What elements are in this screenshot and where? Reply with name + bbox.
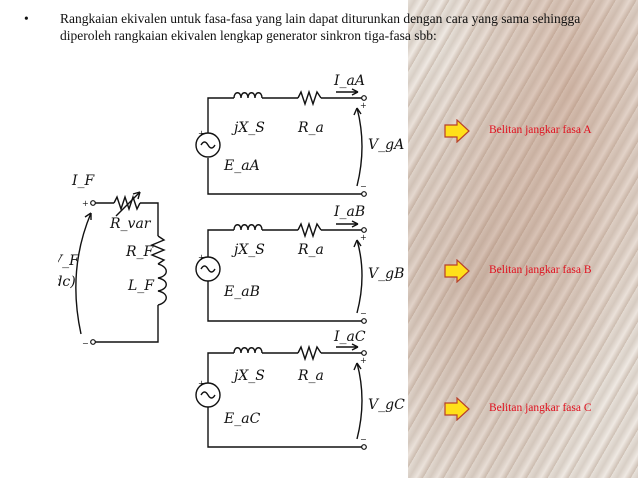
phase-b-label: Belitan jangkar fasa B (489, 264, 592, 276)
bullet-text: Rangkaian ekivalen untuk fasa-fasa yang … (60, 11, 581, 43)
phase-a-resistance-label: R_a (297, 120, 324, 136)
field-voltage-note: (dc) (58, 274, 76, 290)
field-circuit (75, 191, 167, 343)
field-terminal-top (90, 200, 96, 206)
phase-a-source-plus: + (198, 129, 205, 138)
phase-b-wire-bottom (207, 281, 363, 322)
phase-b-terminal-bottom (361, 318, 367, 324)
phase-b-source-circle (195, 256, 221, 282)
phase-b-voltage-arrow (356, 239, 363, 314)
phase-b-emf-label: E_aB (223, 284, 260, 300)
phase-b-circuit (195, 220, 363, 322)
phase-c-current-arrow (336, 343, 359, 351)
phase-c-terminal-top (361, 350, 367, 356)
phase-b-terminal-plus: + (360, 233, 367, 242)
circuit-svg: + − + + − + + − + + − I_F R_var R_F L_F … (48, 73, 405, 450)
field-bottom-wire (95, 305, 159, 343)
phase-b-resistor (297, 221, 322, 239)
phase-a-terminal-bottom (361, 191, 367, 197)
phase-b-terminal-minus: − (360, 309, 367, 318)
background-copper-coils (408, 0, 638, 478)
field-lf-label: L_F (127, 278, 155, 294)
field-rvar-arrowhead (132, 191, 141, 200)
field-right-wire (140, 202, 159, 236)
phase-b-arrow-icon (444, 259, 470, 283)
equivalent-circuit-diagram: + − + + − + + − + + − I_F R_var R_F L_F … (48, 70, 408, 470)
phase-a-terminal-top (361, 95, 367, 101)
phase-b-resistance-label: R_a (297, 242, 324, 258)
phase-c-terminal-minus: − (360, 435, 367, 444)
phase-b-source-wave (200, 265, 216, 273)
field-lf-coil (157, 263, 167, 306)
field-current-label: I_F (71, 173, 96, 189)
field-terminal-bottom (90, 339, 96, 345)
phase-b-wire-left (207, 229, 234, 257)
field-rf-zigzag (150, 235, 166, 265)
phase-c-voltage-arrow (356, 362, 363, 440)
bullet-icon: • (24, 11, 29, 26)
phase-c-wire-left (207, 352, 234, 383)
phase-b-voltage-label: V_gB (368, 266, 404, 282)
field-rvar-label: R_var (109, 216, 152, 232)
phase-c-inductor (233, 347, 263, 354)
phase-c-wire-bottom (207, 407, 363, 448)
phase-a-source-circle (195, 132, 221, 158)
field-vf-arrow (75, 212, 92, 335)
phase-b-current-label: I_aB (333, 204, 365, 220)
field-minus-sign: − (82, 339, 89, 348)
phase-b-reactance-label: jX_S (231, 242, 265, 258)
phase-a-circuit (195, 88, 363, 195)
phase-a-arrow-icon (444, 119, 470, 143)
phase-a-terminal-minus: − (360, 182, 367, 191)
phase-b-current-arrow (336, 220, 359, 228)
phase-a-wire-left (207, 97, 234, 133)
phase-b-terminal-top (361, 227, 367, 233)
phase-c-emf-label: E_aC (223, 411, 261, 427)
phase-c-resistance-label: R_a (297, 368, 324, 384)
phase-a-resistor (297, 89, 322, 107)
field-voltage-label: V_F (58, 253, 80, 269)
phase-a-reactance-label: jX_S (231, 120, 265, 136)
phase-a-inductor (233, 92, 263, 99)
phase-b-voltage-arrowhead (353, 239, 362, 248)
phase-c-label: Belitan jangkar fasa C (489, 402, 592, 414)
phase-c-voltage-label: V_gC (368, 397, 405, 413)
phase-a-wire-bottom (207, 158, 363, 195)
phase-a-emf-label: E_aA (223, 158, 260, 174)
phase-c-resistor (297, 344, 322, 362)
phase-c-source-circle (195, 382, 221, 408)
field-rf-label: R_F (125, 244, 155, 260)
phase-a-voltage-arrowhead (353, 107, 362, 116)
phase-c-circuit (195, 343, 363, 448)
phase-b-inductor (233, 224, 263, 231)
phase-c-reactance-label: jX_S (231, 368, 265, 384)
phase-a-source-wave (200, 141, 216, 149)
phase-c-terminal-plus: + (360, 356, 367, 365)
phase-a-current-label: I_aA (333, 73, 365, 89)
phase-c-terminal-bottom (361, 444, 367, 450)
phase-a-current-arrow (336, 88, 359, 96)
phase-a-label: Belitan jangkar fasa A (489, 124, 592, 136)
phase-c-current-label: I_aC (333, 329, 366, 345)
phase-c-source-plus: + (198, 379, 205, 388)
phase-c-source-wave (200, 391, 216, 399)
field-rvar-zigzag (113, 194, 141, 212)
phase-b-source-plus: + (198, 253, 205, 262)
field-rvar-arrow (115, 191, 141, 217)
field-plus-sign: + (82, 199, 89, 208)
phase-a-voltage-label: V_gA (368, 137, 404, 153)
phase-c-voltage-arrowhead (353, 362, 362, 371)
phase-a-terminal-plus: + (360, 101, 367, 110)
field-vf-arrowhead (84, 212, 92, 220)
phase-c-arrow-icon (444, 397, 470, 421)
phase-a-voltage-arrow (356, 107, 363, 187)
